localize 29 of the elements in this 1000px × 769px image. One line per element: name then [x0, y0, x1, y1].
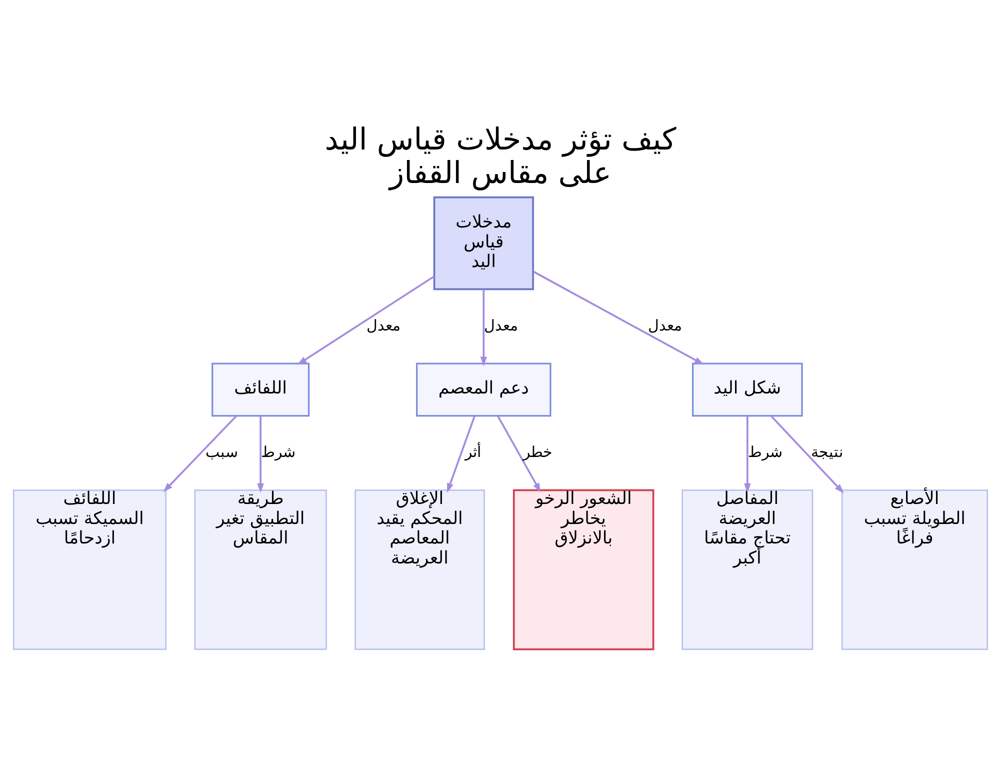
- arrow: [744, 415, 750, 492]
- arrow: [496, 414, 540, 492]
- arrow: [296, 275, 434, 364]
- arrow: [480, 288, 486, 366]
- node-box: اللفائف: [211, 362, 310, 416]
- node-box: دعم المعصم: [416, 362, 551, 416]
- arrow: [162, 414, 237, 492]
- edge-label: معدل: [484, 318, 518, 334]
- edge-label: خطر: [522, 444, 552, 460]
- node-box: الإغلاق المحكم يقيد المعاصم العريضة: [354, 488, 484, 650]
- node-box: اللفائف السميكة تسبب ازدحامًا: [12, 488, 166, 650]
- arrow: [532, 270, 704, 364]
- node-box: مدخلات قياس اليد: [432, 196, 534, 290]
- edge-label: أثر: [464, 444, 481, 460]
- edge-label: معدل: [647, 318, 682, 334]
- node-box: شكل اليد: [691, 362, 802, 416]
- edge-label: سبب: [205, 444, 238, 460]
- arrow: [256, 415, 264, 492]
- edge-label: معدل: [366, 318, 400, 334]
- edge-label: شرط: [747, 444, 782, 460]
- node-box: الشعور الرخو يخاطر بالانزلاق: [512, 488, 654, 650]
- arrow: [770, 414, 844, 493]
- diagram-title: كيف تؤثر مدخلات قياس اليد على مقاس القفاز: [324, 122, 676, 191]
- edge-label: شرط: [260, 444, 296, 460]
- node-box: طريقة التطبيق تغير المقاس: [194, 488, 326, 650]
- node-box: المفاصل العريضة تحتاج مقاسًا أكبر: [681, 488, 813, 650]
- edge-label: نتيجة: [810, 444, 843, 460]
- arrow: [446, 415, 475, 492]
- node-box: الأصابع الطويلة تسبب فراغًا: [840, 488, 988, 650]
